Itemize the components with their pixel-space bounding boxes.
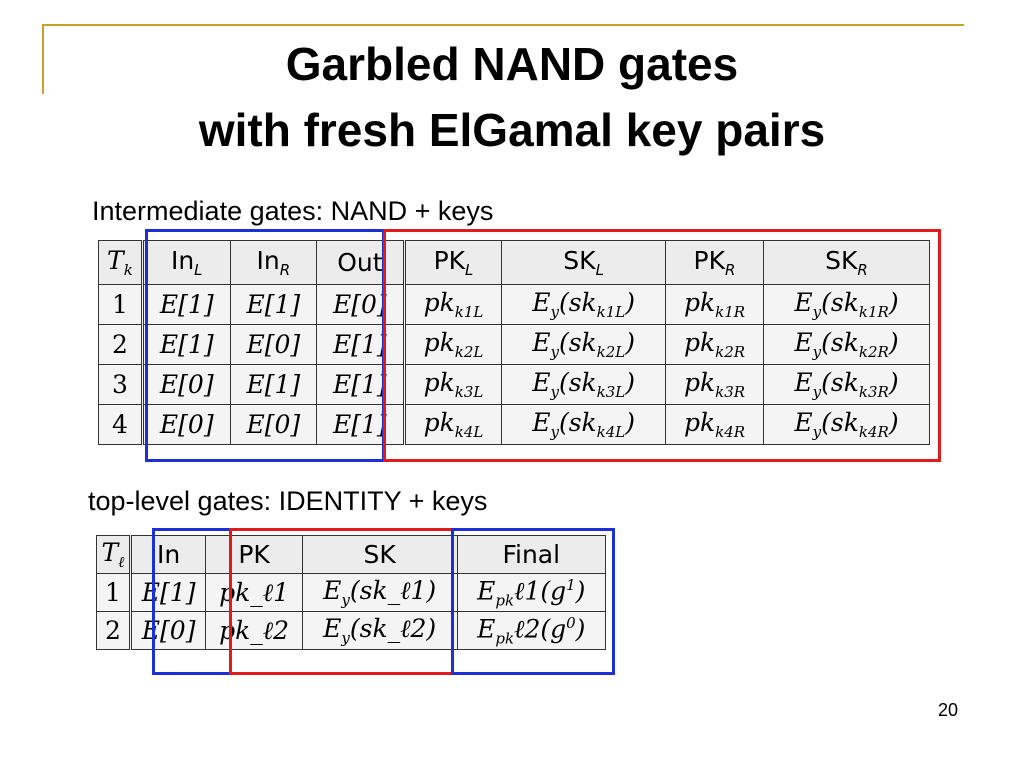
table-cell: E[0] xyxy=(129,611,207,650)
accent-line-top xyxy=(42,24,964,26)
table-cell: E[1] xyxy=(315,364,406,405)
table-cell: E[1] xyxy=(129,573,207,612)
table-cell: E[0] xyxy=(315,284,406,325)
table-header-row: Tk InL InR Out PKL SKL PKR SKR xyxy=(98,240,930,285)
accent-line-left xyxy=(42,24,44,94)
table-cell: Ey(skk3L) xyxy=(501,364,667,405)
top-level-gates-caption: top-level gates: IDENTITY + keys xyxy=(88,486,488,516)
header-sk-l: SKL xyxy=(501,240,667,285)
table-cell: E[1] xyxy=(141,284,231,325)
table-cell: pkk1R xyxy=(665,284,764,325)
header-tk: Tk xyxy=(98,240,144,285)
table-cell: E[0] xyxy=(141,404,231,445)
table-cell: Epkℓ1(g1) xyxy=(456,573,607,612)
table-cell: pkk3R xyxy=(665,364,764,405)
table-cell: Ey(skk4R) xyxy=(763,404,930,445)
table-cell: E[1] xyxy=(315,404,406,445)
table-cell: pkk4R xyxy=(665,404,764,445)
input-highlight-box xyxy=(152,528,232,675)
table-cell: pkk2R xyxy=(665,324,764,365)
table-cell: E[1] xyxy=(229,284,317,325)
table-cell: Ey(sk_ℓ2) xyxy=(301,611,458,650)
header-tl: Tℓ xyxy=(96,535,132,574)
table-cell: pkk3L xyxy=(403,364,503,405)
slide-title-line2: with fresh ElGamal key pairs xyxy=(198,104,826,156)
slide-title-line1: Garbled NAND gates xyxy=(285,38,739,90)
final-highlight-box xyxy=(451,528,615,675)
table-cell: Ey(skk4L) xyxy=(501,404,667,445)
intermediate-gates-caption: Intermediate gates: NAND + keys xyxy=(92,196,494,226)
table-cell: E[1] xyxy=(141,324,231,365)
keys-highlight-box xyxy=(383,229,941,462)
table-cell: Ey(sk_ℓ1) xyxy=(301,573,458,612)
table-cell: Ey(skk2R) xyxy=(763,324,930,365)
table-cell: Ey(skk1R) xyxy=(763,284,930,325)
inputs-outputs-highlight-box xyxy=(145,229,385,462)
header-pk-l: PKL xyxy=(403,240,503,285)
table-cell: 3 xyxy=(98,364,144,405)
header-in: In xyxy=(129,535,207,574)
header-pk: PK xyxy=(205,535,303,574)
table-cell: pkk4L xyxy=(403,404,503,445)
table-cell: E[1] xyxy=(315,324,406,365)
table-cell: 1 xyxy=(96,573,132,612)
table-cell: Epkℓ2(g0) xyxy=(456,611,607,650)
header-sk-r: SKR xyxy=(763,240,930,285)
top-keys-highlight-box xyxy=(229,528,454,675)
table-cell: E[1] xyxy=(229,364,317,405)
table-cell: 2 xyxy=(96,611,132,650)
table-cell: E[0] xyxy=(229,404,317,445)
table-cell: 4 xyxy=(98,404,144,445)
header-pk-r: PKR xyxy=(665,240,764,285)
table-cell: 2 xyxy=(98,324,144,365)
slide-number: 20 xyxy=(938,700,959,720)
table-cell: pkk2L xyxy=(403,324,503,365)
header-out: Out xyxy=(315,240,406,285)
table-cell: Ey(skk1L) xyxy=(501,284,667,325)
header-in-r: InR xyxy=(229,240,317,285)
table-cell: E[0] xyxy=(229,324,317,365)
table-cell: pkk1L xyxy=(403,284,503,325)
table-cell: 1 xyxy=(98,284,144,325)
